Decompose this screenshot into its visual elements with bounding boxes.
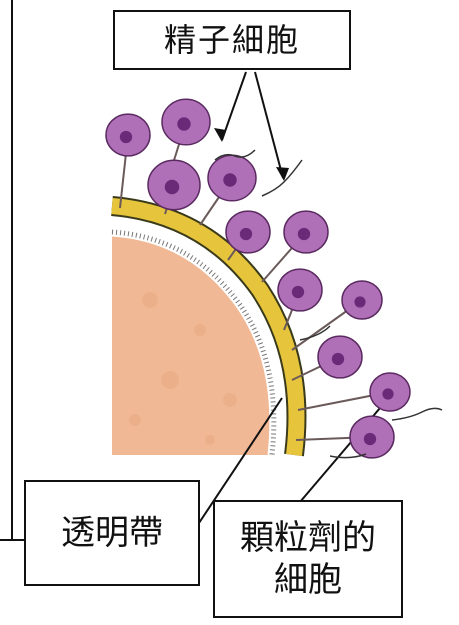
cell-nucleus — [223, 173, 236, 186]
label-zona-pellucida: 透明帶 — [24, 480, 200, 586]
sperm-tail — [392, 408, 442, 420]
granulosa-cell — [298, 373, 410, 411]
cell-nucleus — [165, 180, 180, 195]
cell-nucleus — [382, 388, 393, 399]
arrowhead-left — [214, 128, 226, 142]
label-sperm-cells-text: 精子細胞 — [164, 20, 300, 60]
cell-nucleus — [177, 117, 190, 130]
cell-nucleus — [332, 353, 344, 365]
label-granulosa-cells-line2: 細胞 — [240, 559, 376, 602]
granulosa-cell — [296, 416, 394, 458]
cell-nucleus — [298, 228, 310, 240]
label-granulosa-cells-line1: 顆粒劑的 — [240, 517, 376, 560]
label-sperm-cells: 精子細胞 — [113, 10, 351, 70]
granulosa-cell — [226, 211, 270, 260]
cell-nucleus — [240, 228, 252, 240]
sperm-pointer-right — [255, 72, 283, 178]
label-zona-pellucida-text: 透明帶 — [61, 512, 163, 555]
cell-nucleus — [292, 286, 304, 298]
label-granulosa-cells: 顆粒劑的 細胞 — [213, 500, 403, 618]
cell-nucleus — [364, 433, 376, 445]
cell-nucleus — [354, 296, 365, 307]
cell-nucleus — [120, 131, 132, 143]
sperm-pointer-left — [222, 72, 246, 140]
granulosa-cell — [106, 114, 150, 208]
